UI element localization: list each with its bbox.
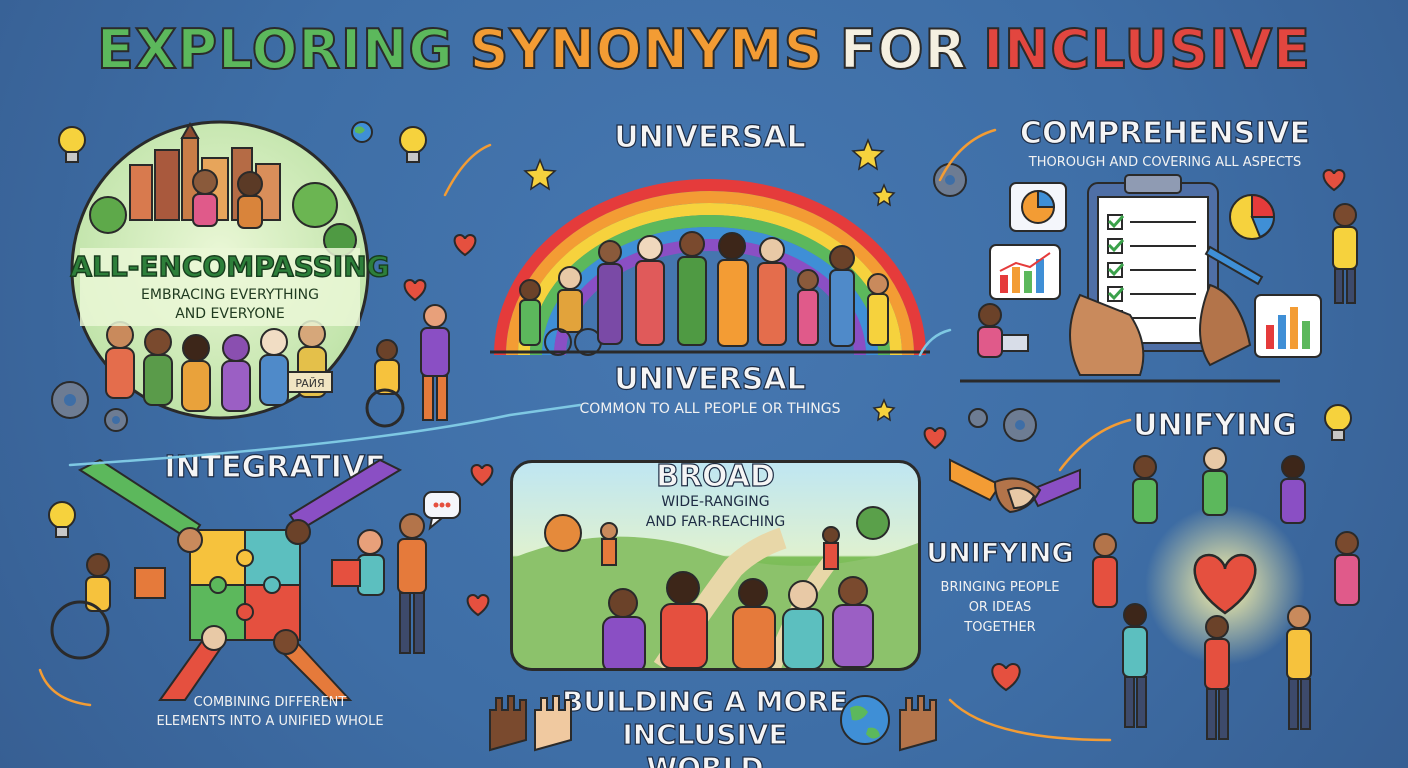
sign-board <box>287 371 333 393</box>
star-icon <box>523 137 896 422</box>
hand-with-pen <box>1069 245 1264 376</box>
circle-of-people <box>1092 447 1360 740</box>
footer-line1: BUILDING A MORE <box>561 684 848 718</box>
broad-desc-line2: AND FAR-REACHING <box>645 514 786 530</box>
pie-chart-right <box>1229 193 1276 240</box>
broad-landscape <box>513 506 918 668</box>
broad-card: BROAD WIDE-RANGING AND FAR-REACHING <box>510 460 921 671</box>
wheelchair-helper-illustration <box>365 304 450 428</box>
comprehensive-heading: COMPREHENSIVE <box>1019 115 1311 151</box>
all-encompassing-desc-line1: EMBRACING EVERYTHING <box>141 287 319 303</box>
chat-bubble-icon <box>423 491 461 531</box>
comprehensive-desc: THOROUGH AND COVERING ALL ASPECTS <box>1028 155 1302 170</box>
sign-text: PAЙЯ <box>295 377 324 390</box>
hand-icon <box>489 695 937 752</box>
gear-icon <box>51 163 1037 442</box>
unifying-mid-desc-line3: TOGETHER <box>964 620 1036 635</box>
people-group-top <box>192 169 263 229</box>
integrative-desc-line2: ELEMENTS INTO A UNIFIED WHOLE <box>156 714 384 729</box>
broad-heading: BROAD <box>655 460 775 495</box>
reaching-hands <box>77 458 403 701</box>
title-word-exploring: EXPLORING <box>96 17 454 82</box>
unifying-circle-illustration <box>1092 447 1360 740</box>
universal-rainbow-illustration <box>490 179 930 356</box>
integrative-illustration <box>50 458 427 701</box>
unifying-mid-heading: UNIFYING <box>926 537 1075 569</box>
unifying-top-heading: UNIFYING <box>1133 407 1298 443</box>
footer-decoration <box>489 695 937 752</box>
comprehensive-illustration <box>960 174 1358 383</box>
gear-centers <box>64 175 1025 430</box>
unifying-mid-desc-line1: BRINGING PEOPLE <box>940 580 1060 595</box>
universal-bottom-desc: COMMON TO ALL PEOPLE OR THINGS <box>579 401 841 417</box>
all-encompassing-illustration: PAЙЯ <box>70 120 370 420</box>
globe-icon <box>840 695 890 745</box>
person-with-laptop <box>977 303 1029 358</box>
title-word-synonyms: SYNONYMS <box>469 17 824 82</box>
diverse-people-row <box>519 231 889 356</box>
title-word-inclusive: INCLUSIVE <box>982 17 1311 82</box>
universal-top-heading: UNIVERSAL <box>614 119 807 155</box>
person-standing-right <box>1332 203 1358 304</box>
globe-icon <box>351 121 373 143</box>
connector-arrows <box>38 128 1132 742</box>
person-in-wheelchair <box>50 553 166 660</box>
line-chart-card <box>989 244 1061 300</box>
pie-chart-card <box>1009 182 1067 232</box>
heart-icon <box>1193 553 1257 615</box>
handshake-illustration <box>949 458 1081 514</box>
all-encompassing-desc-line2: AND EVERYONE <box>175 306 285 322</box>
heart-icon <box>403 168 1346 692</box>
footer-line2: INCLUSIVE WORLD <box>622 717 789 768</box>
trees <box>89 182 357 257</box>
lightbulb-icon <box>48 126 1352 538</box>
connector-lines <box>68 328 952 467</box>
broad-desc-line1: WIDE-RANGING <box>661 494 770 510</box>
unifying-mid-desc-line2: OR IDEAS <box>968 600 1032 615</box>
title-word-for: FOR <box>839 17 968 82</box>
bar-chart-card <box>1254 294 1322 358</box>
two-people-puzzle <box>331 513 427 654</box>
handshake-icon <box>949 458 1081 514</box>
universal-bottom-heading: UNIVERSAL <box>614 361 807 397</box>
integrative-desc-line1: COMBINING DIFFERENT <box>193 695 347 710</box>
all-encompassing-heading: ALL-ENCOMPASSING <box>70 249 391 283</box>
